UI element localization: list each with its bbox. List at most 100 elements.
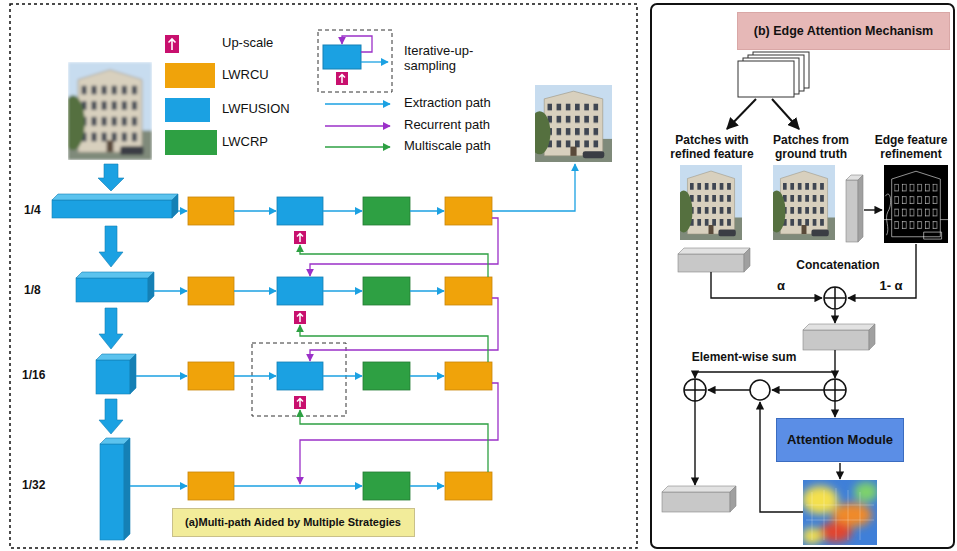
legend-iterative-icon — [318, 30, 392, 92]
sum-symbol — [684, 379, 706, 401]
downsample-arrow — [99, 226, 123, 267]
legend-line-samples — [325, 103, 390, 104]
flow-line — [711, 272, 822, 298]
multiscale-path — [300, 325, 488, 362]
split-arrow — [772, 99, 799, 129]
encoder-block — [130, 354, 136, 394]
sum-symbol — [824, 379, 846, 401]
label-text: Edge feature refinement — [875, 133, 948, 161]
scale-label: 1/32 — [22, 479, 45, 493]
extraction-path — [178, 210, 187, 211]
encoder-block — [124, 438, 130, 540]
extraction-path — [410, 485, 444, 486]
weight-label: α — [777, 279, 785, 294]
downsample-arrow — [98, 164, 124, 191]
legend-text: LWRCU — [222, 67, 269, 82]
box-text: Attention Module — [787, 432, 893, 448]
feature-block — [662, 492, 730, 512]
legend-iterative-icon — [336, 72, 348, 85]
extraction-path — [410, 210, 444, 211]
legend-text: Iterative-up-sampling — [404, 43, 473, 73]
flow-line — [695, 372, 835, 378]
flow-line — [772, 389, 824, 390]
lwcrp-box — [363, 472, 410, 500]
extraction-path — [410, 375, 444, 376]
input-image — [68, 62, 152, 160]
recurrent-path — [300, 383, 498, 484]
flow-line — [694, 401, 695, 485]
label-text: Concatenation — [796, 258, 879, 272]
extraction-path — [154, 290, 187, 291]
flow-line — [834, 310, 835, 323]
attention-heatmap — [803, 480, 877, 545]
label-text: Element-wise sum — [692, 350, 797, 364]
legend-entry: Iterative-up-sampling — [404, 44, 496, 74]
iterative-bracket — [252, 343, 346, 416]
weight-label: 1- α — [879, 279, 902, 294]
encoder-block — [76, 272, 154, 278]
box-text: (b) Edge Attention Mechanism — [754, 24, 933, 39]
legend-line-samples — [325, 104, 390, 147]
feature-block — [730, 486, 736, 512]
legend-line-samples — [325, 125, 390, 126]
upscale-icon — [294, 231, 306, 244]
legend-text: Multiscale path — [404, 138, 491, 153]
label-text: Patches from ground truth — [773, 133, 849, 161]
scale-label: 1/8 — [24, 284, 41, 298]
legend-entry: Recurrent path — [404, 118, 490, 133]
sum-symbol — [684, 287, 846, 401]
attention-heatmap — [806, 488, 874, 540]
legend-swatch — [165, 130, 217, 155]
encoder-block — [100, 444, 124, 540]
extraction-path — [323, 290, 362, 291]
sum-symbol — [824, 287, 846, 309]
attention-heatmap — [803, 486, 838, 514]
label-text: 1/4 — [24, 203, 41, 217]
sum-symbol — [824, 287, 846, 309]
legend-text: Up-scale — [222, 35, 273, 50]
upscale-icon — [297, 399, 303, 408]
panel-b-frame — [651, 4, 954, 548]
caption-box: (a)Multi-path Aided by Multiple Strategi… — [172, 508, 415, 537]
lwcrp-box — [363, 197, 410, 225]
encoder-block — [52, 194, 178, 540]
extraction-path — [136, 375, 187, 376]
legend-iterative-icon — [323, 45, 361, 69]
refined-patch-image — [675, 165, 742, 240]
legend-entry: Up-scale — [222, 36, 273, 51]
recurrent-path — [310, 298, 498, 361]
extraction-path — [323, 375, 362, 376]
downsample-arrow — [98, 164, 124, 434]
extraction-path — [234, 375, 276, 376]
image-label: Patches with refined feature — [662, 134, 762, 162]
feature-block — [858, 175, 863, 242]
encoder-block — [172, 194, 178, 218]
panel-title-box: (b) Edge Attention Mechanism — [737, 12, 950, 50]
multiscale-path — [300, 410, 488, 472]
lwcrp-box — [363, 362, 410, 390]
encoder-block — [96, 354, 136, 360]
output-image — [529, 85, 612, 162]
legend-text: Recurrent path — [404, 117, 490, 132]
refined-patch-image — [675, 165, 742, 240]
lwfusion-box — [277, 197, 323, 225]
upscale-icon — [294, 396, 306, 409]
extraction-path — [234, 210, 276, 211]
extraction-path — [492, 164, 575, 211]
attention-heatmap — [803, 480, 877, 545]
label-text: 1- α — [879, 278, 902, 293]
encoder-block — [148, 272, 154, 302]
attention-heatmap — [854, 482, 877, 502]
flow-line — [834, 350, 835, 378]
lwrcu-box — [188, 197, 492, 500]
feature-block — [678, 248, 750, 254]
label-text: 1/8 — [24, 283, 41, 297]
lwfusion-box — [277, 277, 323, 305]
image-label: Edge feature refinement — [871, 134, 951, 162]
input-image — [68, 62, 152, 160]
feature-block — [803, 330, 869, 350]
patch-stack — [738, 52, 809, 97]
legend-iterative-icon — [361, 61, 388, 62]
